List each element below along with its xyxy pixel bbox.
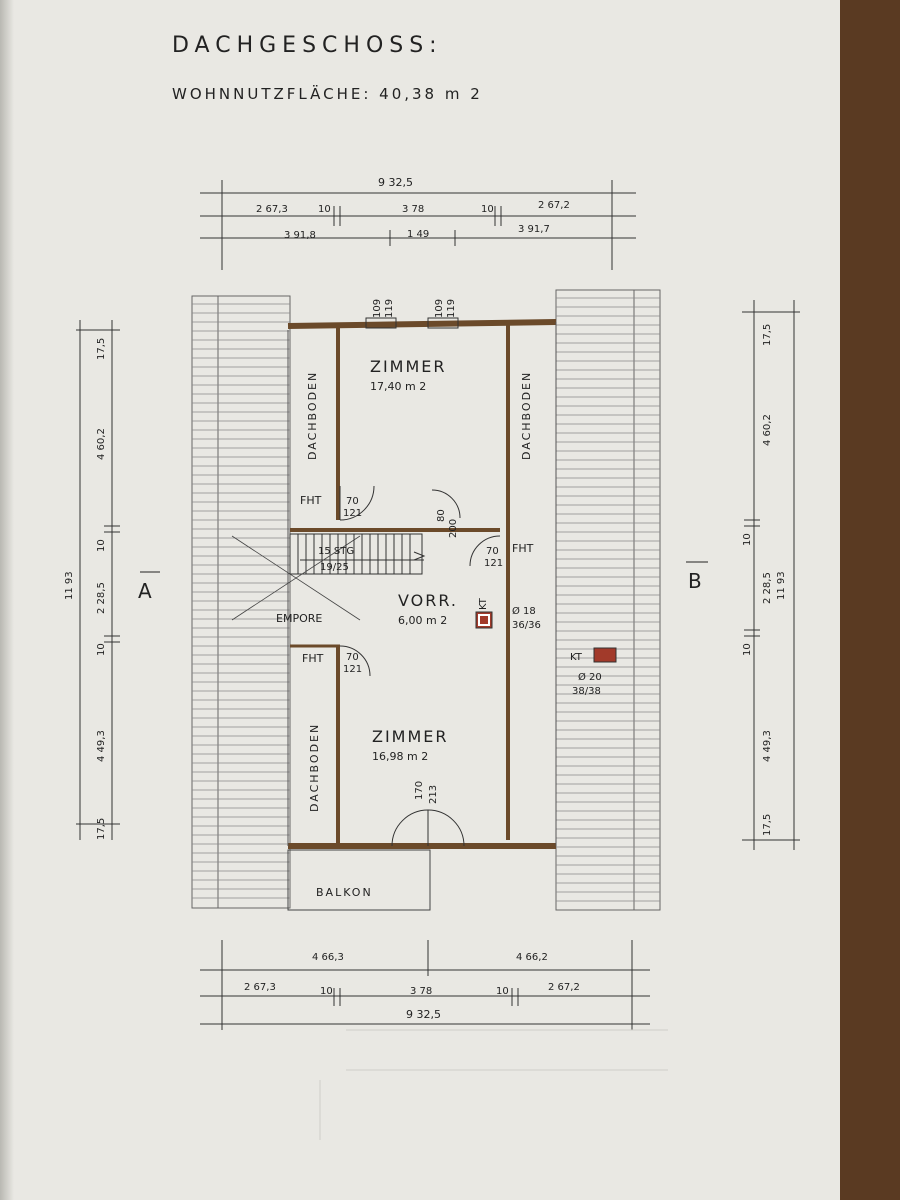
label-door-70-a: 70 [346,496,359,507]
label-kt-right: KT [570,652,583,663]
room-empore: EMPORE [276,612,322,625]
dim-top-right: 2 67,2 [538,200,570,211]
label-win-109-a: 109 [372,299,383,318]
label-win-119-a: 119 [384,299,395,318]
roof-left [191,295,291,909]
dim-bottom-mid: 3 78 [410,986,432,997]
dim-bottom-left-10: 10 [320,986,333,997]
label-kt-vorr: KT [478,597,489,610]
walls [287,319,557,849]
doors [339,485,501,847]
dim-right-2: 4 60,2 [762,414,773,446]
label-fht-3: FHT [512,542,534,555]
label-win-109-b: 109 [434,299,445,318]
dim-bottom-right-10: 10 [496,986,509,997]
label-door-121-a: 121 [343,508,362,519]
room-vorr-area: 6,00 m 2 [398,614,447,627]
roof-right [555,289,661,911]
label-door-70-b: 70 [346,652,359,663]
section-marker-a: A [138,579,152,603]
dim-left-7: 17,5 [96,818,107,840]
stairs [289,533,426,575]
room-balkon: BALKON [316,886,373,899]
label-win-213: 213 [428,785,439,804]
roof-right-tiles [556,297,660,902]
paper-sheet [0,0,840,1200]
empore-cross [231,535,361,621]
label-win-119-b: 119 [446,299,457,318]
dim-left-total: 11 93 [64,571,75,600]
dim-left-2: 4 60,2 [96,428,107,460]
label-fht-2: FHT [302,652,324,665]
faint-background-drawing [319,1029,668,1140]
dim-top-left-10: 10 [318,204,331,215]
dim-bottom-left-outer: 4 66,3 [312,952,344,963]
label-fht-1: FHT [300,494,322,507]
plan-title: DACHGESCHOSS: [172,33,443,58]
room-zimmer-bottom-name: ZIMMER [372,727,449,746]
dim-left-3: 10 [96,539,107,552]
dim-top-right-10: 10 [481,204,494,215]
label-chimney-4: 38/38 [572,686,601,697]
roof-left-tiles [192,303,290,899]
room-zimmer-top-name: ZIMMER [370,357,447,376]
section-marker-b: B [688,569,702,593]
label-door-200: 200 [448,519,459,538]
label-chimney-1: Ø 18 [512,605,536,617]
dim-top-right-outer: 3 91,7 [518,224,550,235]
windows-top [365,317,459,329]
room-zimmer-bottom-area: 16,98 m 2 [372,750,428,763]
room-dachboden-right: DACHBODEN [520,371,533,460]
dim-left-1: 17,5 [96,338,107,360]
dim-right-total: 11 93 [776,571,787,600]
dim-right-4: 2 28,5 [762,572,773,604]
label-door-70-c: 70 [486,546,499,557]
dim-right-3: 10 [742,533,753,546]
top-dimensions [200,180,636,270]
bottom-dimensions [200,940,650,1030]
left-dimensions [76,320,120,840]
dim-bottom-left: 2 67,3 [244,982,276,993]
label-stairs-ratio: 19/25 [320,562,349,573]
dim-left-6: 4 49,3 [96,730,107,762]
living-area-line: WOHNNUTZFLÄCHE: 40,38 m 2 [172,84,483,103]
label-door-80: 80 [436,509,447,522]
dim-right-7: 17,5 [762,814,773,836]
label-chimney-3: Ø 20 [578,671,602,683]
dim-bottom-total: 9 32,5 [406,1008,441,1021]
dim-right-1: 17,5 [762,324,773,346]
right-dimensions [742,300,800,850]
dim-bottom-right-outer: 4 66,2 [516,952,548,963]
dim-left-5: 10 [96,643,107,656]
label-door-121-c: 121 [484,558,503,569]
dim-top-center: 1 49 [407,229,429,240]
dim-top-total: 9 32,5 [378,176,413,189]
dim-right-5: 10 [742,643,753,656]
room-zimmer-top-area: 17,40 m 2 [370,380,426,393]
label-stairs-count: 15 STG [318,546,354,557]
page-shadow [0,0,14,1200]
dim-right-6: 4 49,3 [762,730,773,762]
room-dachboden-left-bottom: DACHBODEN [308,723,321,812]
label-win-170: 170 [414,781,425,800]
dim-top-left: 2 67,3 [256,204,288,215]
chimney-right [593,647,617,663]
dim-left-4: 2 28,5 [96,582,107,614]
label-chimney-2: 36/36 [512,620,541,631]
dim-top-mid: 3 78 [402,204,424,215]
label-door-121-b: 121 [343,664,362,675]
dim-top-left-outer: 3 91,8 [284,230,316,241]
room-vorr-name: VORR. [398,591,458,610]
balcony-outline [287,849,431,911]
room-dachboden-left-top: DACHBODEN [306,371,319,460]
dim-bottom-right: 2 67,2 [548,982,580,993]
